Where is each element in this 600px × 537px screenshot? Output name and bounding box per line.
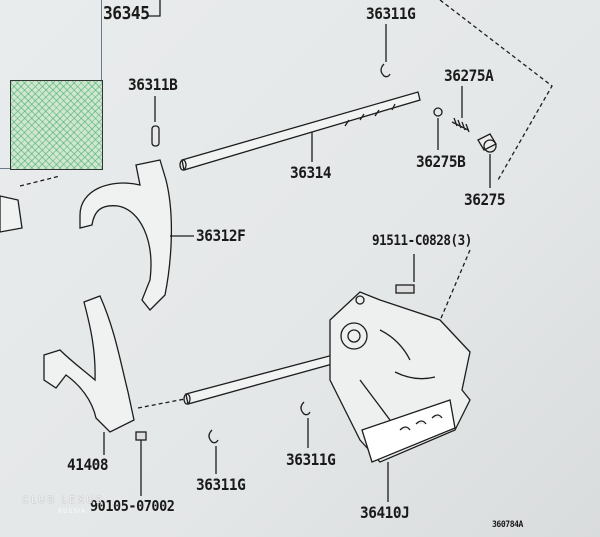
part-label-41408[interactable]: 41408 bbox=[67, 455, 109, 474]
part-label-36312F[interactable]: 36312F bbox=[196, 226, 246, 245]
part-label-36311G[interactable]: 36311G bbox=[286, 450, 336, 469]
highlighted-area-inset bbox=[10, 80, 103, 170]
boundary-line bbox=[19, 175, 61, 187]
boundary-line bbox=[435, 249, 471, 331]
part-label-91511-C0828[interactable]: 91511-C0828(3) bbox=[372, 233, 472, 249]
label-bracket bbox=[148, 0, 161, 17]
bolt-91511-C0828 bbox=[395, 254, 415, 294]
part-label-36311B[interactable]: 36311B bbox=[128, 75, 178, 94]
spring-36275A bbox=[451, 117, 470, 133]
plug-36275 bbox=[477, 133, 497, 153]
pin-36311B bbox=[151, 125, 160, 147]
part-label-36314[interactable]: 36314 bbox=[290, 163, 332, 182]
bolt-90105-07002 bbox=[135, 431, 147, 496]
watermark-logo: CLUB LEXUS bbox=[22, 495, 104, 506]
snap-ring-36311G bbox=[380, 63, 391, 78]
shift-rod-36314 bbox=[179, 91, 421, 171]
part-label-36275A[interactable]: 36275A bbox=[444, 66, 494, 85]
part-label-36311G[interactable]: 36311G bbox=[196, 475, 246, 494]
part-label-36345[interactable]: 36345 bbox=[103, 3, 150, 24]
ball-36275B bbox=[433, 107, 443, 117]
part-label-90105-07002[interactable]: 90105-07002 bbox=[90, 497, 175, 515]
snap-ring-36311G bbox=[300, 401, 311, 416]
shift-housing-36410J bbox=[329, 291, 471, 463]
shift-fork-41408 bbox=[43, 295, 135, 433]
watermark-subtitle: RUSSIA bbox=[58, 508, 87, 515]
diagram-reference-number: 360784A bbox=[492, 520, 523, 530]
part-label-36410J[interactable]: 36410J bbox=[360, 503, 410, 522]
boundary-line bbox=[137, 397, 191, 409]
shift-fork-36312F bbox=[0, 159, 173, 311]
shift-rod-lower bbox=[183, 349, 355, 405]
part-label-36311G[interactable]: 36311G bbox=[366, 4, 416, 23]
boundary-line bbox=[439, 0, 553, 181]
snap-ring-36311G bbox=[208, 429, 219, 444]
part-label-36275[interactable]: 36275 bbox=[464, 190, 506, 209]
part-label-36275B[interactable]: 36275B bbox=[416, 152, 466, 171]
